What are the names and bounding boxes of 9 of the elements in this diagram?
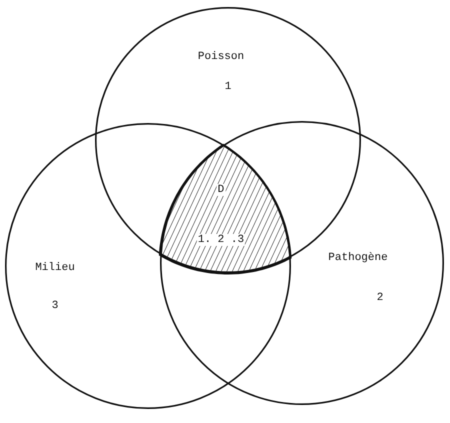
region-numbers: 1. 2 .3 — [196, 234, 246, 246]
region-label: D — [216, 184, 226, 196]
set-number: 3 — [52, 300, 58, 312]
set-number: 2 — [376, 292, 384, 304]
hatched-intersection — [159, 144, 292, 274]
set-label: Milieu — [35, 262, 75, 274]
set-label: Poisson — [198, 50, 244, 64]
set-number: 1 — [224, 80, 232, 94]
set-label: Pathogène — [328, 252, 388, 264]
